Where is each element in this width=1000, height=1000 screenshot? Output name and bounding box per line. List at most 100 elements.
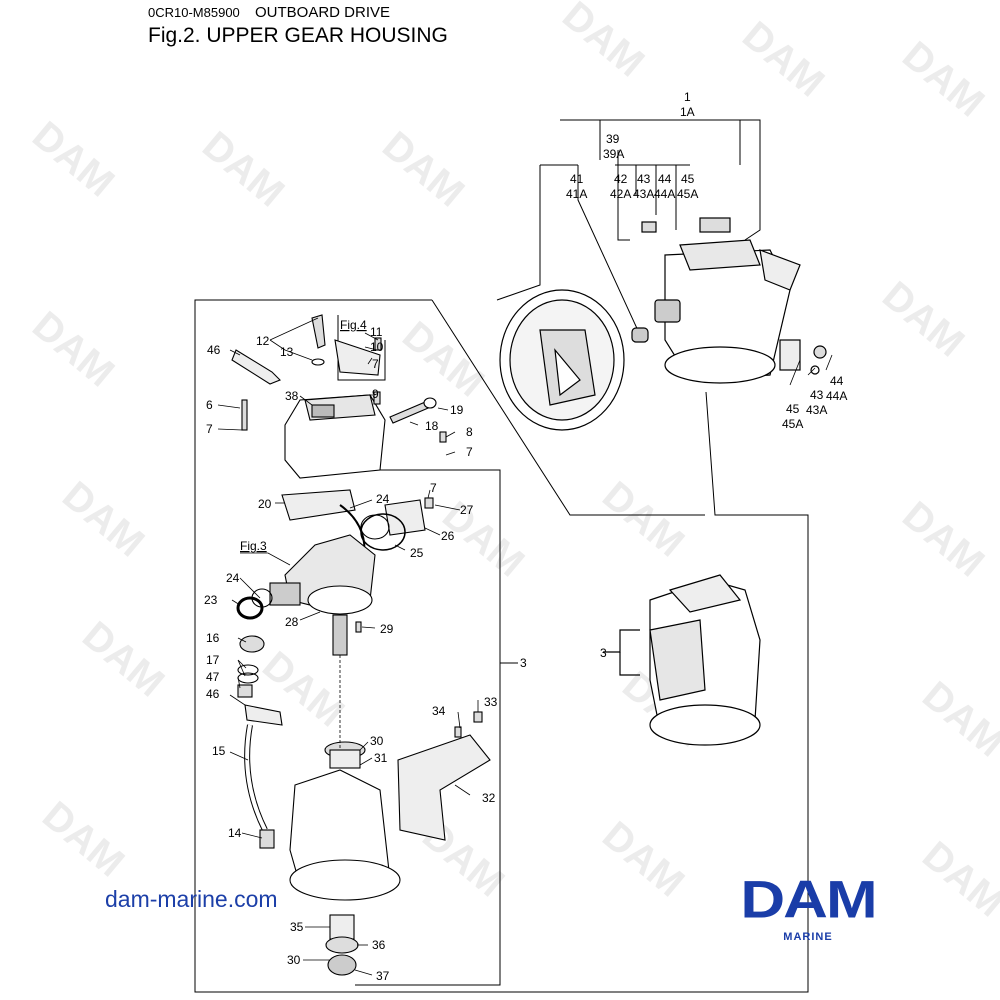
section-title: OUTBOARD DRIVE bbox=[255, 4, 391, 21]
part-label: 16 bbox=[206, 631, 220, 645]
part-label: 34 bbox=[432, 704, 446, 718]
part-label: 41 bbox=[570, 172, 584, 186]
o-ring-25 bbox=[360, 513, 406, 551]
fig3-reference: Fig.3 bbox=[240, 539, 267, 553]
logo-text: DAM bbox=[740, 870, 877, 930]
part-label: 12 bbox=[256, 334, 270, 348]
part-label: 19 bbox=[450, 403, 464, 417]
part-label: 24 bbox=[376, 492, 390, 506]
fitting-14 bbox=[259, 829, 275, 849]
part-label: 7 bbox=[466, 445, 473, 459]
part-label: 43A bbox=[633, 187, 654, 201]
part-label: 1 bbox=[684, 90, 691, 104]
logo-subtitle: MARINE bbox=[783, 931, 833, 943]
part-label: 39A bbox=[603, 147, 624, 161]
part-label: 30 bbox=[370, 734, 384, 748]
part-label: 46 bbox=[207, 343, 221, 357]
bevel-gear-28 bbox=[307, 585, 373, 615]
part-label: 39 bbox=[606, 132, 620, 146]
shift-cover bbox=[334, 339, 381, 376]
plug-16 bbox=[239, 635, 265, 653]
part-label: 14 bbox=[228, 826, 242, 840]
watermark: DAM bbox=[914, 673, 1000, 765]
exploded-view-frame bbox=[194, 299, 809, 993]
part-label: 43 bbox=[810, 388, 824, 402]
part-label: 41A bbox=[566, 187, 587, 201]
bearing-36 bbox=[325, 936, 359, 954]
bracket-46 bbox=[231, 349, 281, 385]
part-label: 11 bbox=[370, 325, 383, 339]
part-label: 44A bbox=[826, 389, 847, 403]
part-label: 17 bbox=[206, 653, 220, 667]
frame-connector bbox=[431, 299, 705, 516]
watermark: DAM bbox=[874, 273, 972, 365]
watermark: DAM bbox=[914, 833, 1000, 925]
part-label: 28 bbox=[285, 615, 299, 629]
part-label: 20 bbox=[258, 497, 272, 511]
part-label: 29 bbox=[380, 622, 394, 636]
website-link[interactable]: dam-marine.com bbox=[105, 886, 278, 912]
collar-35 bbox=[329, 914, 355, 940]
bracket-line bbox=[496, 165, 541, 301]
part-label: 44 bbox=[658, 172, 672, 186]
watermark: DAM bbox=[24, 113, 122, 205]
watermarks: DAM DAM DAM DAM DAM DAM DAM DAM DAM DAM … bbox=[24, 0, 1000, 925]
seal-23 bbox=[236, 596, 264, 620]
part-label: 43 bbox=[637, 172, 651, 186]
upper-housing-assembly bbox=[603, 574, 761, 746]
part-label: 45 bbox=[786, 402, 800, 416]
part-label: 6 bbox=[206, 398, 213, 412]
part-label: 13 bbox=[280, 345, 294, 359]
watermark: DAM bbox=[394, 313, 492, 405]
part-label: 31 bbox=[374, 751, 388, 765]
o-ring-17 bbox=[237, 664, 259, 676]
part-label: 7 bbox=[372, 357, 379, 371]
bracket-20 bbox=[281, 489, 356, 521]
watermark: DAM bbox=[594, 813, 692, 905]
part-label: 27 bbox=[460, 503, 474, 517]
watermark: DAM bbox=[74, 613, 172, 705]
watermark: DAM bbox=[554, 0, 652, 85]
dam-marine-logo: DAM MARINE bbox=[718, 870, 898, 945]
document-code: 0CR10-M85900 bbox=[148, 5, 240, 20]
part-label: 15 bbox=[212, 744, 226, 758]
part-label: 8 bbox=[466, 425, 473, 439]
exploded-parts bbox=[231, 314, 491, 976]
part-label: 7 bbox=[430, 481, 437, 495]
part-label: 43A bbox=[806, 403, 827, 417]
part-label: 37 bbox=[376, 969, 390, 983]
watermark: DAM bbox=[374, 123, 472, 215]
watermark: DAM bbox=[34, 793, 132, 885]
part-label: 18 bbox=[425, 419, 439, 433]
part-label: 7 bbox=[206, 422, 213, 436]
part-label: 35 bbox=[290, 920, 304, 934]
figure-title: Fig.2. UPPER GEAR HOUSING bbox=[148, 24, 448, 47]
part-label: 24 bbox=[226, 571, 240, 585]
watermark: DAM bbox=[54, 473, 152, 565]
housing-body bbox=[664, 249, 791, 381]
dipstick bbox=[311, 314, 326, 349]
nut-37 bbox=[327, 954, 357, 976]
group-bracket-1 bbox=[600, 119, 761, 241]
support-bracket-32 bbox=[397, 734, 491, 841]
part-label: 44A bbox=[654, 187, 675, 201]
watermark: DAM bbox=[734, 13, 832, 105]
figure-references: Fig.4 Fig.3 bbox=[240, 318, 367, 566]
part-label: 9 bbox=[372, 387, 379, 401]
part-label: 33 bbox=[484, 695, 498, 709]
leader-lines bbox=[217, 317, 833, 976]
part-label: 26 bbox=[441, 529, 455, 543]
part-label: 1A bbox=[680, 105, 695, 119]
part-label: 25 bbox=[410, 546, 424, 560]
watermark: DAM bbox=[594, 473, 692, 565]
part-label: 3 bbox=[520, 656, 527, 670]
part-label: 44 bbox=[830, 374, 844, 388]
fig4-reference: Fig.4 bbox=[340, 318, 367, 332]
watermark: DAM bbox=[894, 493, 992, 585]
watermark: DAM bbox=[194, 123, 292, 215]
pinion-shaft bbox=[332, 614, 348, 656]
frame-lines bbox=[194, 119, 809, 993]
assembled-drive-unit bbox=[499, 217, 827, 431]
watermark: DAM bbox=[24, 303, 122, 395]
